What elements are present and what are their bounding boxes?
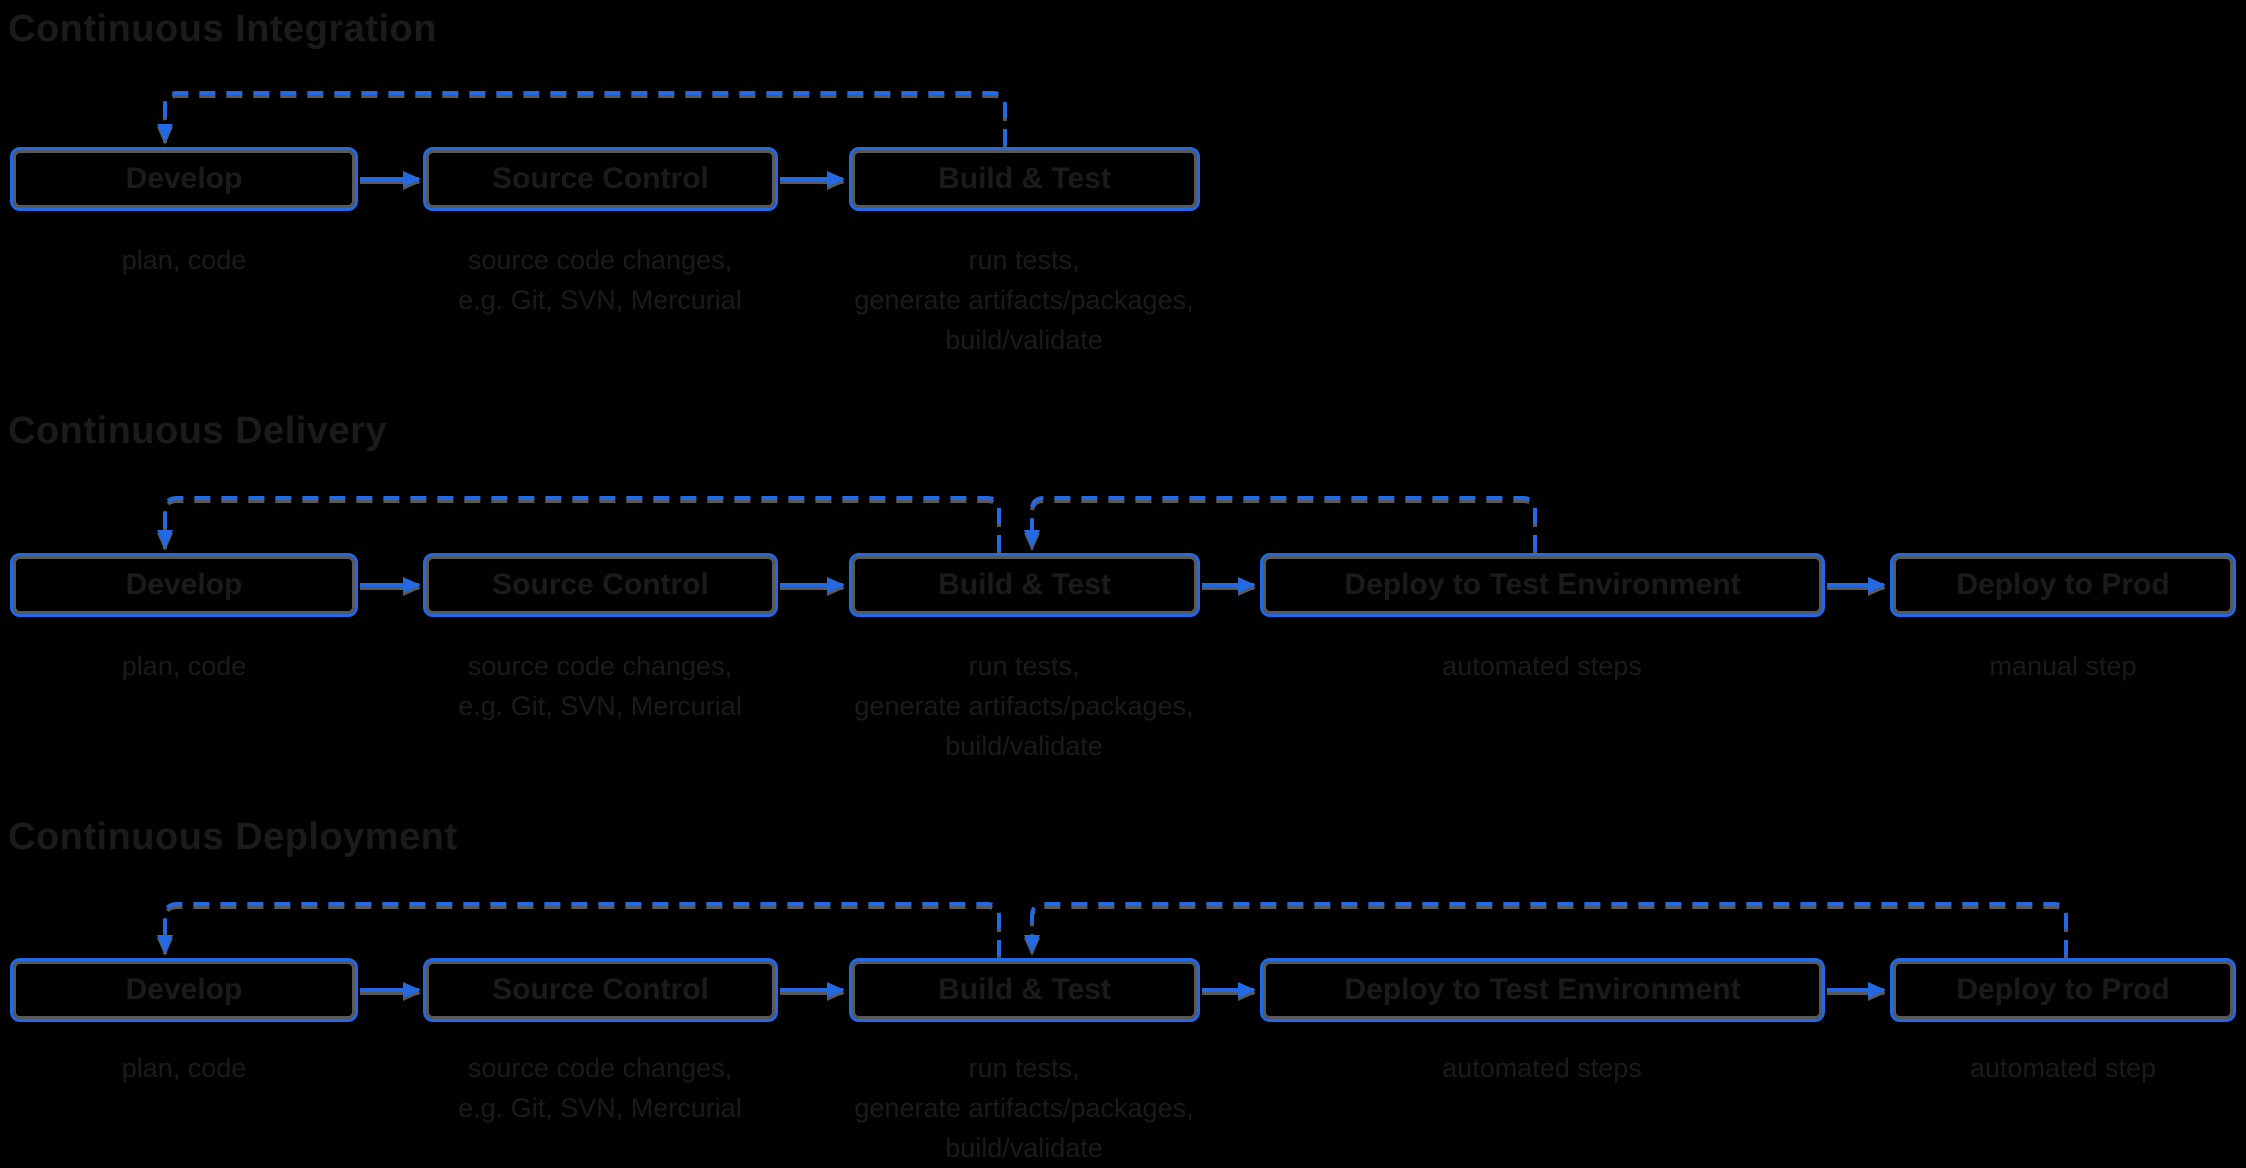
stage-label: Develop xyxy=(125,568,243,601)
cd-caption-build-test: run tests, generate artifacts/packages, … xyxy=(854,651,1194,761)
stage-label: Build & Test xyxy=(938,162,1111,195)
feedback-build-to-develop xyxy=(157,91,1007,145)
stage-label: Build & Test xyxy=(938,973,1111,1006)
ci-stage-build-test: Build & Test xyxy=(849,147,1200,211)
ci-caption-build-test: run tests, generate artifacts/packages, … xyxy=(854,245,1194,355)
cd-caption-develop: plan, code xyxy=(121,651,247,681)
feedback-build-to-develop xyxy=(157,496,1001,551)
stage-label: Source Control xyxy=(492,162,709,195)
cdep-stage-develop: Develop xyxy=(10,958,358,1022)
stage-label: Deploy to Prod xyxy=(1956,568,2170,601)
feedback-build-to-develop xyxy=(157,902,1001,956)
section-title-continuous-delivery: Continuous Delivery xyxy=(8,410,387,452)
stage-label: Source Control xyxy=(492,973,709,1006)
cdep-stage-deploy-prod: Deploy to Prod xyxy=(1890,958,2236,1022)
cdep-stage-source-control: Source Control xyxy=(423,958,778,1022)
stage-label: Deploy to Test Environment xyxy=(1344,973,1741,1006)
feedback-prod-to-build xyxy=(1024,902,2068,956)
cd-stage-develop: Develop xyxy=(10,553,358,617)
cd-caption-deploy-prod: manual step xyxy=(1989,651,2137,681)
cd-stage-build-test: Build & Test xyxy=(849,553,1200,617)
stage-label: Deploy to Test Environment xyxy=(1344,568,1741,601)
stage-label: Deploy to Prod xyxy=(1956,973,2170,1006)
feedback-test-to-build xyxy=(1024,496,1537,551)
cdep-stage-build-test: Build & Test xyxy=(849,958,1200,1022)
stage-label: Develop xyxy=(125,162,243,195)
cd-stage-deploy-prod: Deploy to Prod xyxy=(1890,553,2236,617)
ci-stage-develop: Develop xyxy=(10,147,358,211)
cd-caption-source-control: source code changes, e.g. Git, SVN, Merc… xyxy=(458,651,742,721)
section-title-continuous-deployment: Continuous Deployment xyxy=(8,816,458,858)
cd-caption-deploy-test: automated steps xyxy=(1442,651,1642,681)
cdep-caption-build-test: run tests, generate artifacts/packages, … xyxy=(854,1053,1194,1163)
cdep-stage-deploy-test: Deploy to Test Environment xyxy=(1260,958,1825,1022)
cd-stage-deploy-test: Deploy to Test Environment xyxy=(1260,553,1825,617)
cdep-caption-deploy-prod: automated step xyxy=(1969,1053,2157,1083)
ci-caption-source-control: source code changes, e.g. Git, SVN, Merc… xyxy=(458,245,742,315)
cdep-caption-source-control: source code changes, e.g. Git, SVN, Merc… xyxy=(458,1053,742,1123)
cdep-caption-develop: plan, code xyxy=(121,1053,247,1083)
cdep-caption-deploy-test: automated steps xyxy=(1442,1053,1642,1083)
cd-stage-source-control: Source Control xyxy=(423,553,778,617)
stage-label: Source Control xyxy=(492,568,709,601)
ci-stage-source-control: Source Control xyxy=(423,147,778,211)
ci-caption-develop: plan, code xyxy=(121,245,247,275)
stage-label: Build & Test xyxy=(938,568,1111,601)
section-title-continuous-integration: Continuous Integration xyxy=(8,8,437,50)
stage-label: Develop xyxy=(125,973,243,1006)
